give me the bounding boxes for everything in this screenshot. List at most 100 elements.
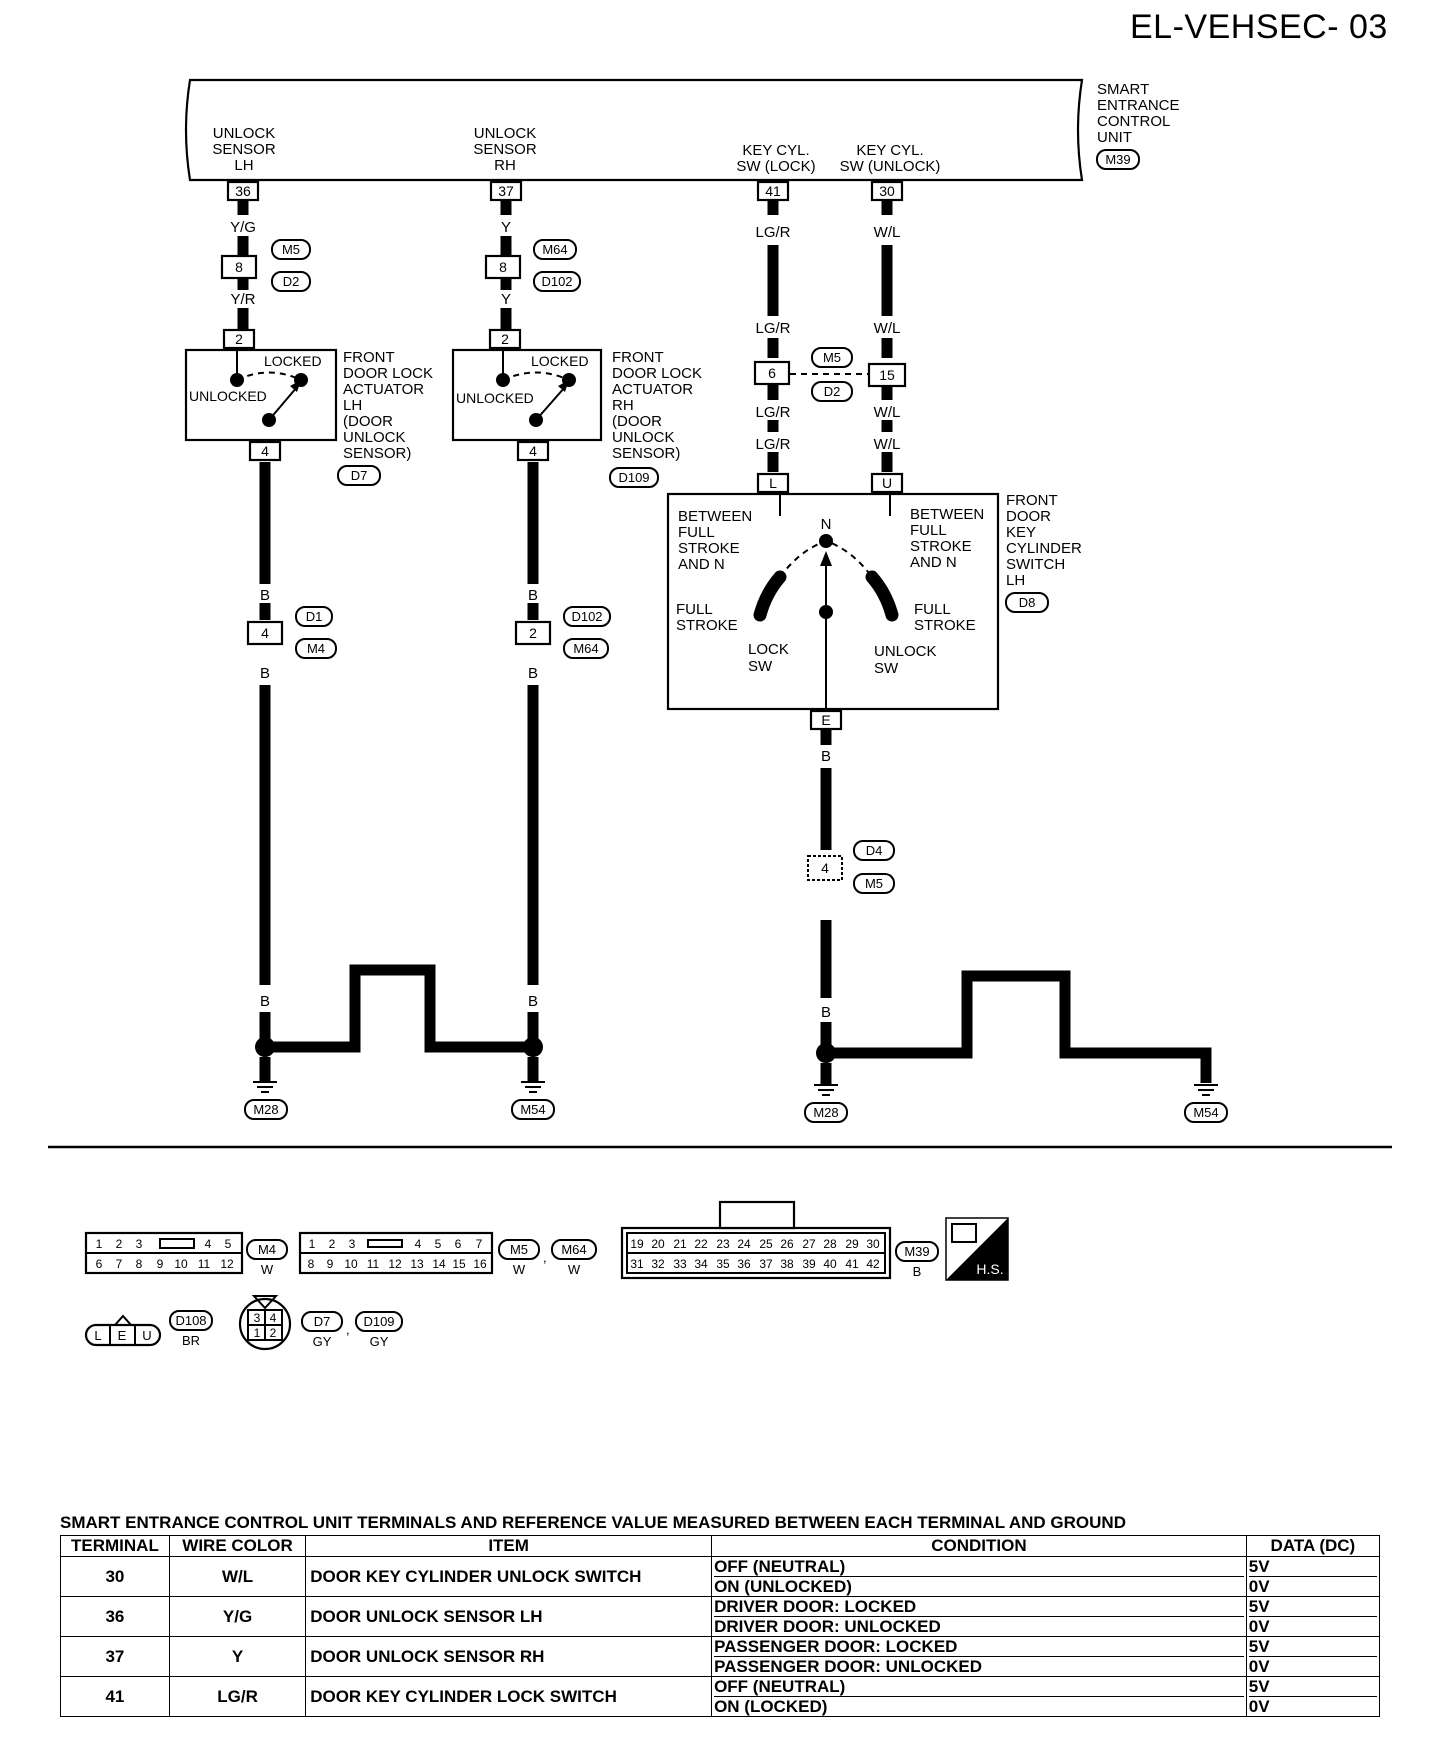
connector-id: D1 — [306, 609, 323, 624]
terminal-label: RH — [494, 157, 516, 174]
wire-color: B — [528, 993, 538, 1010]
item-cell: DOOR KEY CYLINDER LOCK SWITCH — [305, 1676, 713, 1717]
wire-cell: LG/R — [168, 1676, 307, 1717]
svg-text:9: 9 — [327, 1257, 334, 1271]
svg-text:36: 36 — [235, 183, 251, 199]
svg-text:36: 36 — [737, 1257, 751, 1271]
svg-text:1: 1 — [309, 1237, 316, 1251]
wire-color: W/L — [874, 224, 901, 241]
connector-id: D2 — [283, 274, 300, 289]
wire-color: LG/R — [755, 224, 790, 241]
switch-label: SW — [748, 658, 773, 675]
switch-label: STROKE — [914, 617, 976, 634]
svg-text:30: 30 — [866, 1237, 880, 1251]
terminal-label: KEY CYL. — [856, 142, 923, 159]
svg-text:11: 11 — [367, 1257, 380, 1271]
connector-id: M4 — [307, 641, 325, 656]
hs-label: H.S. — [976, 1261, 1003, 1277]
terminal-cell: 36 — [60, 1596, 170, 1637]
svg-text:W: W — [261, 1262, 274, 1277]
svg-text:W: W — [568, 1262, 581, 1277]
col-condition: CONDITION — [711, 1535, 1247, 1557]
connector-pin: 4 — [261, 625, 269, 641]
table-row: 41 LG/R DOOR KEY CYLINDER LOCK SWITCH OF… — [60, 1676, 1381, 1717]
actuator-label: FRONT — [612, 349, 664, 366]
wire-color: B — [260, 993, 270, 1010]
connector-d108-legend: L E U D108 BR — [84, 1310, 213, 1348]
svg-text:D108: D108 — [175, 1313, 206, 1328]
svg-text:14: 14 — [432, 1257, 446, 1271]
connector-pin: 8 — [235, 259, 243, 275]
terminal-cell: 41 — [60, 1676, 170, 1717]
unlocked-label: UNLOCKED — [189, 388, 267, 404]
actuator-label: (DOOR — [612, 413, 662, 430]
wire-color: B — [962, 1006, 972, 1023]
svg-text:12: 12 — [388, 1257, 402, 1271]
switch-label: STROKE — [678, 540, 740, 557]
svg-text:3: 3 — [136, 1237, 143, 1251]
wire-cell: Y — [168, 1636, 307, 1677]
terminal-cell: 37 — [60, 1636, 170, 1677]
actuator-pin: 2 — [501, 331, 509, 347]
control-unit-name-line: ENTRANCE — [1097, 97, 1180, 114]
wire-color: Y — [501, 291, 511, 308]
terminal-label: SW (UNLOCK) — [840, 158, 941, 175]
terminal-label: SENSOR — [473, 141, 537, 158]
svg-text:M4: M4 — [258, 1242, 276, 1257]
svg-text:29: 29 — [845, 1237, 859, 1251]
switch-label: FULL — [676, 601, 713, 618]
svg-text:21: 21 — [673, 1237, 687, 1251]
actuator-connector: D7 — [351, 468, 368, 483]
svg-text:U: U — [142, 1328, 151, 1343]
svg-text:31: 31 — [630, 1257, 644, 1271]
switch-label: FULL — [678, 524, 715, 541]
connector-d7-legend: 3 4 1 2 D7 , D109 GY GY — [238, 1295, 403, 1351]
svg-text:24: 24 — [737, 1237, 751, 1251]
svg-text:40: 40 — [823, 1257, 837, 1271]
actuator-pin: 2 — [235, 331, 243, 347]
switch-pin: L — [769, 475, 777, 491]
wire-cell: Y/G — [168, 1596, 307, 1637]
switch-name: SWITCH — [1006, 556, 1065, 573]
connector-pin: 15 — [879, 367, 895, 383]
svg-text:37: 37 — [759, 1257, 773, 1271]
actuator-label: UNLOCK — [612, 429, 675, 446]
terminal-label: SW (LOCK) — [736, 158, 815, 175]
svg-text:37: 37 — [498, 183, 514, 199]
item-cell: DOOR KEY CYLINDER UNLOCK SWITCH — [305, 1556, 713, 1597]
switch-label: STROKE — [910, 538, 972, 555]
wire-color: Y/G — [230, 219, 256, 236]
wire-cell: W/L — [168, 1556, 307, 1597]
svg-text:2: 2 — [329, 1237, 336, 1251]
svg-text:4: 4 — [270, 1311, 277, 1325]
reference-table: SMART ENTRANCE CONTROL UNIT TERMINALS AN… — [60, 1513, 1381, 1717]
ground-symbol: M28 — [804, 1063, 848, 1123]
locked-label: LOCKED — [264, 353, 322, 369]
svg-text:1: 1 — [254, 1326, 261, 1340]
svg-text:34: 34 — [694, 1257, 708, 1271]
switch-label: LOCK — [748, 641, 789, 658]
svg-text:41: 41 — [845, 1257, 859, 1271]
connector-pin: 6 — [768, 365, 776, 381]
wire-color: W/L — [874, 320, 901, 337]
table-header-row: TERMINAL WIRE COLOR ITEM CONDITION DATA … — [60, 1535, 1381, 1557]
connector-pin: 8 — [499, 259, 507, 275]
wire-color: B — [350, 996, 360, 1013]
actuator-rh-box — [451, 348, 603, 442]
svg-text:25: 25 — [759, 1237, 773, 1251]
svg-text:5: 5 — [435, 1237, 442, 1251]
svg-text:19: 19 — [630, 1237, 644, 1251]
svg-text:10: 10 — [174, 1257, 188, 1271]
svg-text:2: 2 — [116, 1237, 123, 1251]
harness-side-icon: H.S. — [945, 1217, 1009, 1281]
svg-text:35: 35 — [716, 1257, 730, 1271]
svg-text:4: 4 — [415, 1237, 422, 1251]
actuator-label: FRONT — [343, 349, 395, 366]
connector-id: M64 — [542, 242, 567, 257]
svg-text:20: 20 — [651, 1237, 665, 1251]
svg-text:M54: M54 — [520, 1102, 545, 1117]
